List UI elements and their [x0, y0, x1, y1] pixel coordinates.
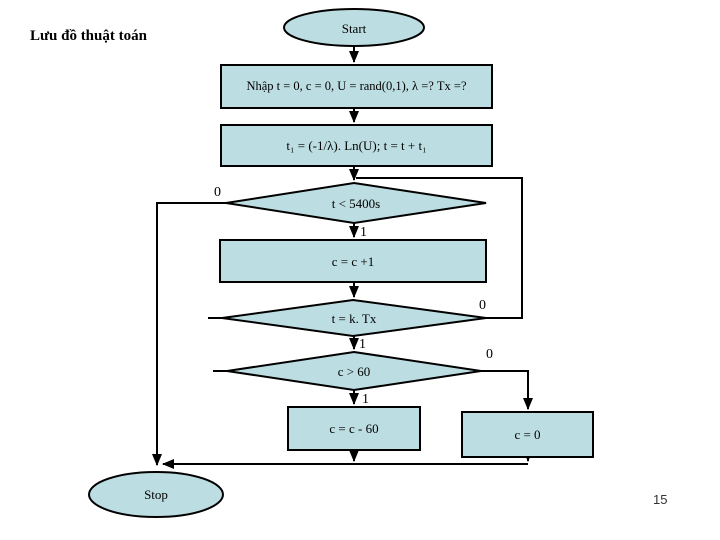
node-check-tx-shape — [221, 298, 487, 338]
connector-feedback-check-tx-no — [356, 177, 523, 319]
node-stop-shape — [88, 471, 224, 518]
node-compute-shape — [220, 124, 493, 167]
slide-title: Lưu đồ thuật toán — [30, 28, 147, 44]
node-start-shape — [283, 8, 425, 47]
node-reset-shape — [461, 411, 594, 458]
connector-check-time-no-to-stop — [152, 202, 226, 466]
node-increment-shape — [219, 239, 487, 283]
node-check-time-shape — [225, 181, 487, 225]
node-subtract-shape — [287, 406, 421, 451]
node-check-count-shape — [226, 350, 482, 392]
connector-group — [152, 46, 533, 469]
connector-check-count-no-to-reset — [481, 370, 533, 410]
page-number: 15 — [653, 492, 668, 507]
shape-group — [88, 8, 594, 518]
node-input-shape — [220, 64, 493, 109]
